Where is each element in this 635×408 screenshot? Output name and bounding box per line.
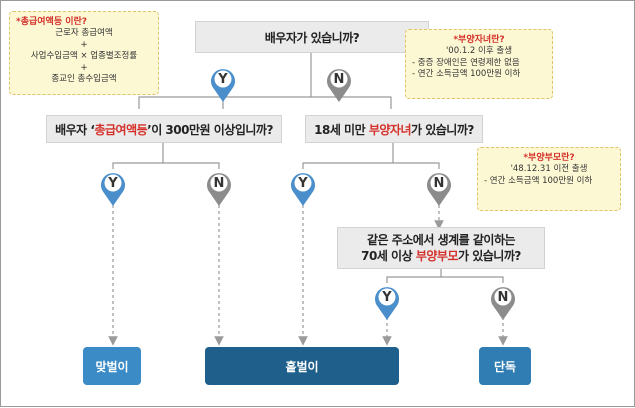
note-total-salary-line: 근로자 총급여액: [55, 28, 113, 39]
term-total-salary: 총급여액등: [94, 122, 148, 137]
note-total-salary-line: +: [80, 39, 88, 50]
result-single-earner-label: 홑벌이: [285, 359, 319, 374]
map-pin-icon: [375, 287, 399, 320]
note-dependent-parent-line: '48.12.31 이전 출생: [510, 164, 588, 175]
question-dependent-parent-line2: 70세 이상 부양부모가 있습니까?: [361, 249, 521, 263]
connector-q3-no: [393, 162, 440, 169]
map-pin-icon: [291, 173, 315, 206]
question-dependent-parent-line1: 같은 주소에서 생계를 같이하는: [366, 232, 516, 247]
question-has-spouse-text: 배우자가 있습니까?: [264, 30, 360, 45]
connector-q2-yes: [112, 143, 164, 169]
term-dependent-child: 부양자녀: [368, 122, 412, 137]
term-dependent-parent: 부양부모: [415, 249, 459, 263]
no-pin: N: [489, 283, 517, 321]
connector-q3-yes: [302, 143, 394, 169]
map-pin-icon: [207, 173, 231, 206]
note-total-salary-title: *총급여액등 이란?: [16, 17, 88, 27]
question-spouse-income: 배우자 ‘총급여액등’이 300만원 이상입니까?: [46, 115, 282, 143]
connector-q2-no: [163, 162, 220, 169]
connector-q1-yes: [138, 96, 223, 109]
map-pin-icon: [327, 69, 351, 102]
yes-pin: Y: [289, 169, 317, 207]
result-dual-income: 맞벌이: [83, 347, 141, 385]
result-solo: 단독: [479, 347, 531, 385]
note-dependent-parent-line: - 연간 소득금액 100만원 이하: [484, 175, 593, 186]
note-dependent-parent: *부양부모란? '48.12.31 이전 출생 - 연간 소득금액 100만원 …: [477, 147, 621, 211]
yes-pin: Y: [209, 65, 237, 103]
no-pin: N: [325, 65, 353, 103]
connector-q4-yes: [386, 269, 442, 283]
question-has-spouse: 배우자가 있습니까?: [195, 21, 429, 53]
map-pin-icon: [491, 287, 515, 320]
map-pin-icon: [211, 69, 235, 102]
result-single-earner: 홑벌이: [205, 347, 399, 385]
question-spouse-income-text: 배우자 ‘총급여액등’이 300만원 이상입니까?: [55, 122, 273, 137]
result-dual-income-label: 맞벌이: [95, 359, 129, 374]
result-solo-label: 단독: [493, 359, 517, 374]
map-pin-icon: [101, 173, 125, 206]
no-pin: N: [205, 169, 233, 207]
note-total-salary-line: 종교인 총수입금액: [51, 74, 117, 85]
note-dependent-child: *부양자녀란? '00.1.2 이후 출생 - 중증 장애인은 연령제한 없음 …: [405, 29, 553, 99]
note-total-salary: *총급여액등 이란? 근로자 총급여액 + 사업수입금액 × 업종별조정률 + …: [9, 11, 159, 95]
question-dependent-child: 18세 미만 부양자녀가 있습니까?: [305, 115, 483, 143]
note-total-salary-line: 사업수입금액 × 업종별조정률: [30, 51, 138, 62]
yes-pin: Y: [99, 169, 127, 207]
no-pin: N: [425, 169, 453, 207]
question-dependent-child-text: 18세 미만 부양자녀가 있습니까?: [314, 122, 474, 137]
question-dependent-parent: 같은 주소에서 생계를 같이하는 70세 이상 부양부모가 있습니까?: [337, 227, 545, 269]
yes-pin: Y: [373, 283, 401, 321]
connector-q1: [222, 53, 312, 109]
note-dependent-child-line: - 연간 소득금액 100만원 이하: [412, 69, 521, 80]
note-dependent-child-line: - 중증 장애인은 연령제한 없음: [412, 57, 520, 68]
note-dependent-child-title: *부양자녀란?: [453, 35, 505, 45]
map-pin-icon: [427, 173, 451, 206]
note-total-salary-line: +: [80, 62, 88, 73]
note-dependent-child-line: '00.1.2 이후 출생: [445, 46, 513, 57]
note-dependent-parent-title: *부양부모란?: [523, 153, 575, 163]
connector-q4-no: [441, 276, 504, 283]
